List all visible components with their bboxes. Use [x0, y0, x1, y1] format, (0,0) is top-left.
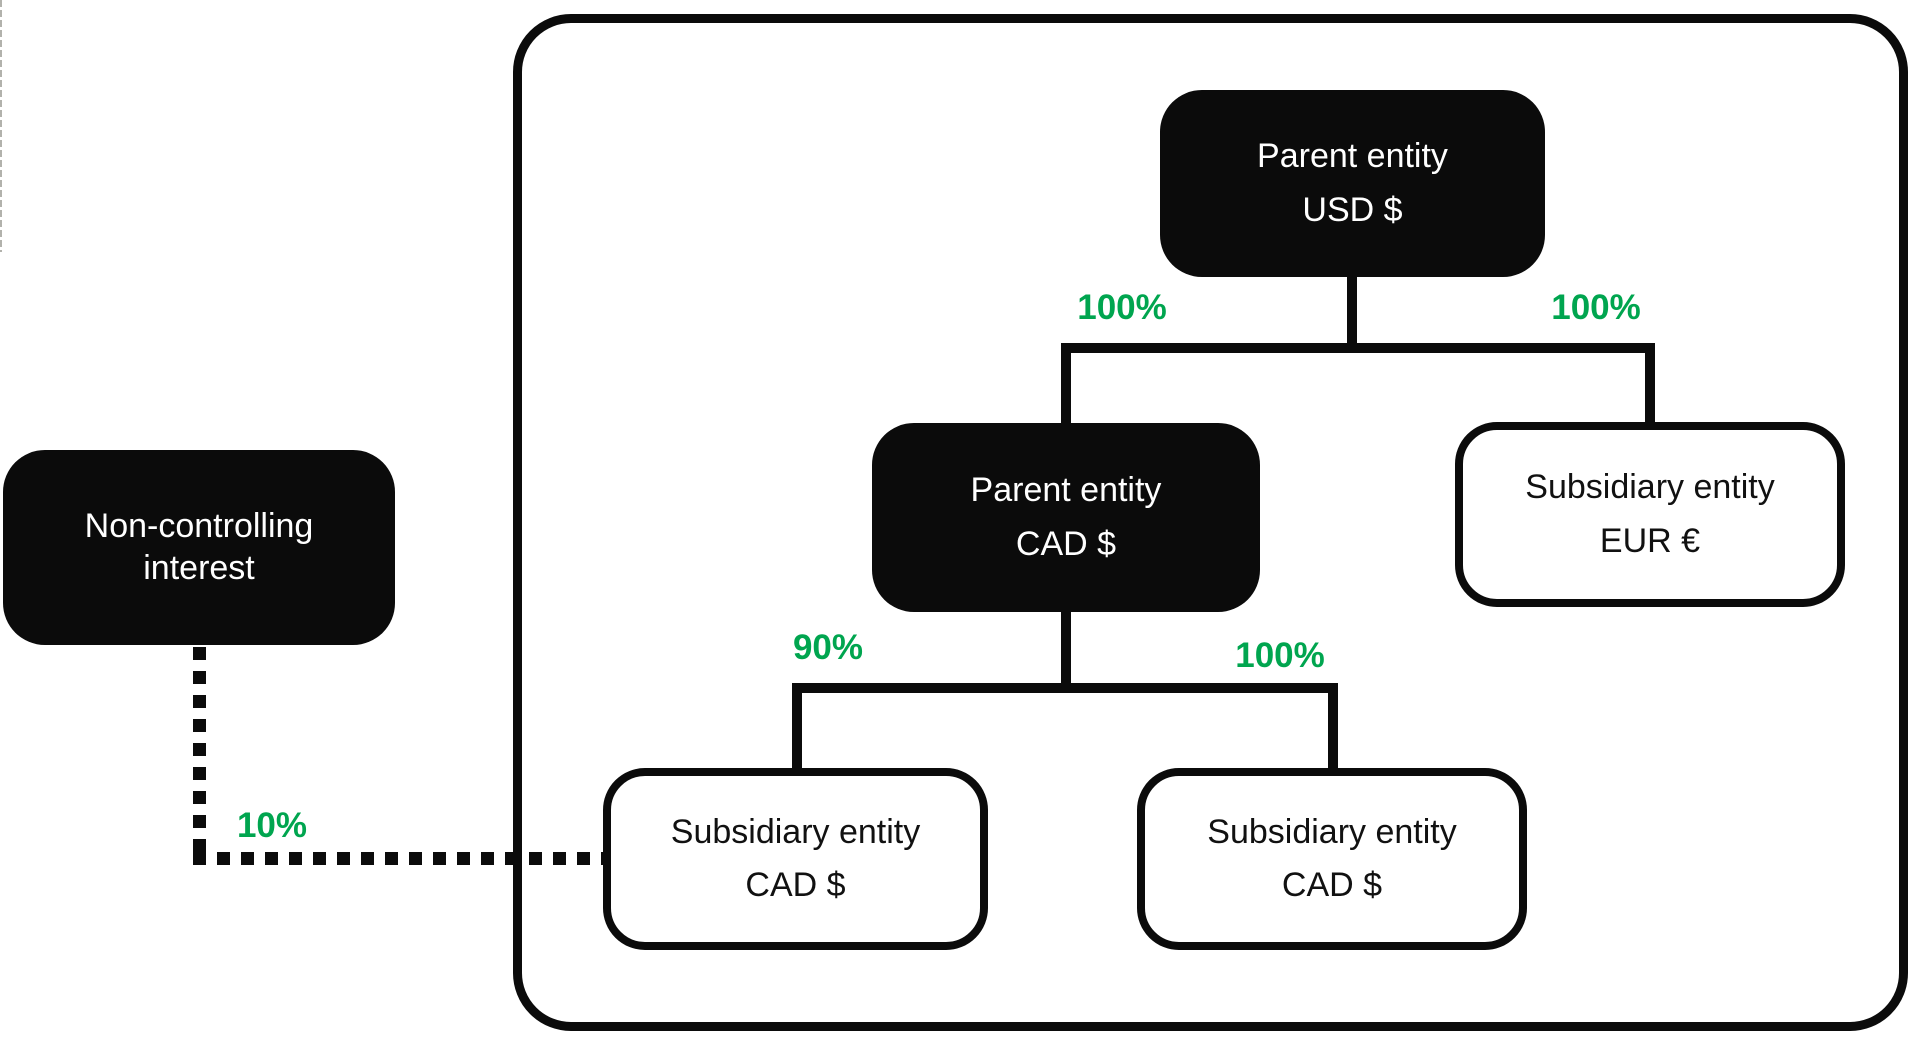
- node-subsidiary-entity-cad-right: Subsidiary entity CAD $: [1137, 768, 1527, 950]
- left-edge-artifact-line: [0, 0, 2, 252]
- node-parent-entity-cad: Parent entity CAD $: [872, 423, 1260, 612]
- node-non-controlling-interest: Non-controlling interest: [3, 450, 395, 645]
- node-nci-label-line1: Non-controlling: [84, 507, 314, 546]
- node-subsidiary-entity-eur-currency: EUR €: [1599, 521, 1701, 560]
- edge-nci-vertical-dotted: [193, 647, 206, 865]
- node-parent-entity-cad-name: Parent entity: [970, 471, 1162, 510]
- ownership-label-usd-cad: 100%: [1077, 288, 1167, 327]
- node-subsidiary-entity-cad-right-currency: CAD $: [1281, 866, 1383, 904]
- node-parent-entity-usd-currency: USD $: [1302, 190, 1403, 229]
- ownership-label-cad-subright: 100%: [1235, 636, 1325, 675]
- node-subsidiary-entity-cad-left: Subsidiary entity CAD $: [603, 768, 988, 950]
- edge-drop-to-sub-eur: [1645, 343, 1655, 422]
- node-parent-entity-usd: Parent entity USD $: [1160, 90, 1545, 277]
- edge-drop-to-sub-cad-right: [1328, 683, 1338, 770]
- node-subsidiary-entity-eur: Subsidiary entity EUR €: [1455, 422, 1845, 607]
- node-parent-entity-cad-currency: CAD $: [1015, 524, 1117, 563]
- edge-drop-to-parent-cad: [1061, 343, 1071, 423]
- edge-level2-crossbar: [1061, 343, 1655, 353]
- node-nci-label-line2: interest: [143, 548, 255, 587]
- node-parent-entity-usd-name: Parent entity: [1257, 137, 1448, 176]
- ownership-label-cad-subleft: 90%: [792, 628, 864, 667]
- node-subsidiary-entity-cad-left-currency: CAD $: [745, 866, 846, 904]
- edge-nci-horizontal-dotted: [193, 852, 605, 865]
- edge-cad-stem: [1061, 612, 1071, 693]
- ownership-label-usd-eur: 100%: [1551, 288, 1641, 327]
- ownership-label-nci: 10%: [236, 806, 308, 845]
- edge-usd-stem: [1347, 277, 1357, 353]
- group-boundary-box: [513, 14, 1908, 1031]
- node-subsidiary-entity-cad-left-name: Subsidiary entity: [670, 812, 921, 851]
- edge-drop-to-sub-cad-left: [792, 683, 802, 770]
- node-subsidiary-entity-eur-name: Subsidiary entity: [1525, 468, 1775, 507]
- edge-level3-crossbar: [792, 683, 1338, 693]
- node-subsidiary-entity-cad-right-name: Subsidiary entity: [1207, 812, 1457, 851]
